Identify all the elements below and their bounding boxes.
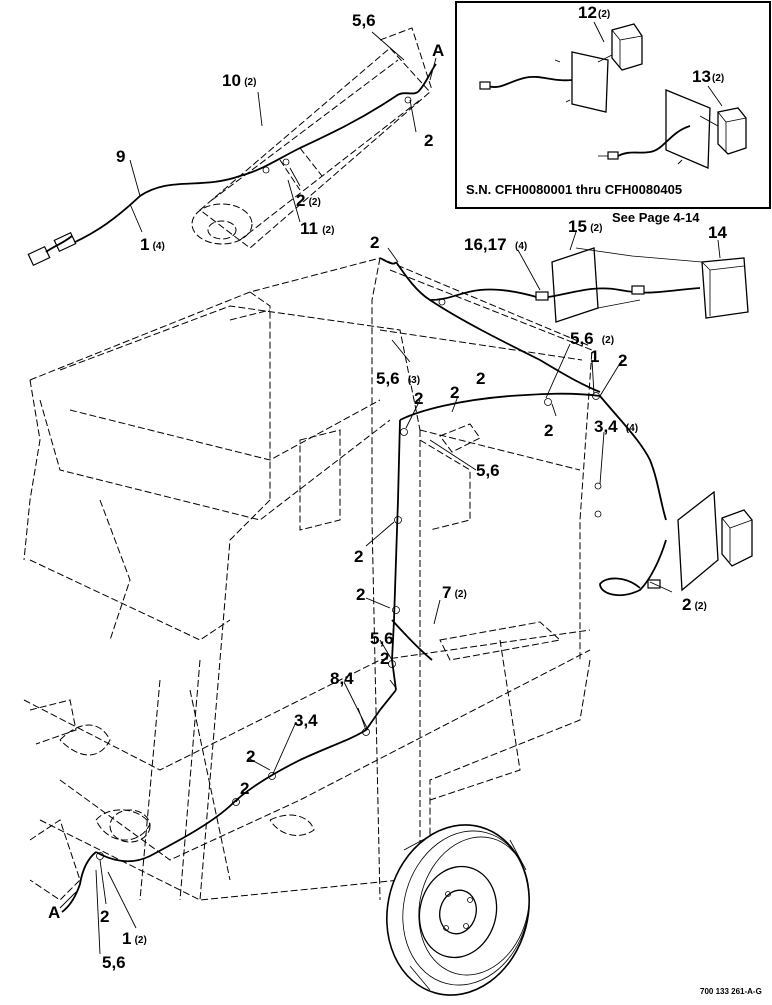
callout-c15-qty: (2): [590, 223, 602, 234]
callout-c7: 7: [442, 583, 451, 602]
callout-cA-bottom: A: [48, 903, 60, 922]
callout-c2-low1: 2: [354, 547, 363, 566]
figure-number: 700 133 261-A-G: [700, 987, 762, 996]
callout-c34-right: 3,4: [594, 417, 618, 436]
callout-c56-right: 5,6: [570, 329, 594, 348]
callout-c2-lamp: 2: [682, 595, 691, 614]
baler-frame: [23, 257, 593, 901]
callout-c14: 14: [708, 223, 727, 242]
callout-c1617-qty: (4): [515, 241, 527, 252]
callout-c10-qty: (2): [244, 77, 256, 88]
callout-c56-right-qty: (2): [602, 335, 614, 346]
callout-c11-qty: (2): [322, 225, 334, 236]
callout-c2-low3: 2: [380, 649, 389, 668]
callout-c7-qty: (2): [455, 589, 467, 600]
callout-c2-low4: 2: [240, 779, 249, 798]
wiring-harness: [61, 247, 753, 913]
inset-panel: 12 (2) 13 (2) S.N. CFH0080001 thru CFH00…: [455, 1, 771, 209]
callout-c56-frame-qty: (3): [408, 375, 420, 386]
callout-c9: 9: [116, 147, 125, 166]
callout-c10: 10: [222, 71, 241, 90]
callout-12-label: 12: [578, 3, 597, 22]
callout-c1-top: 1: [140, 235, 149, 254]
tongue-assembly: [27, 27, 437, 267]
callout-c1617: 16,17: [464, 235, 507, 254]
callout-c56-mid: 5,6: [476, 461, 500, 480]
callout-c56-low: 5,6: [370, 629, 394, 648]
callout-c2-center: 2: [544, 421, 553, 440]
callout-12-qty: (2): [598, 9, 610, 20]
callout-c2-arm2: 2: [296, 191, 305, 210]
callout-c1-bottom-qty: (2): [135, 935, 147, 946]
callout-c2-low5: 2: [246, 747, 255, 766]
callout-c2-mid2: 2: [476, 369, 485, 388]
callout-c2-mid1: 2: [450, 383, 459, 402]
serial-number-note: S.N. CFH0080001 thru CFH0080405: [466, 182, 682, 197]
callout-c1-right: 1: [590, 347, 599, 366]
callout-c15: 15: [568, 217, 587, 236]
callout-c2-lamp-qty: (2): [695, 601, 707, 612]
callout-c2-upper: 2: [370, 233, 379, 252]
leader-lines: [59, 31, 721, 955]
callout-13-qty: (2): [712, 73, 724, 84]
callout-c34-low: 3,4: [294, 711, 318, 730]
callout-c56-top: 5,6: [352, 11, 376, 30]
callout-c84: 8,4: [330, 669, 354, 688]
callout-c2-bottom: 2: [100, 907, 109, 926]
see-page-note: See Page 4-14: [612, 210, 700, 225]
callout-c11: 11: [300, 219, 318, 238]
callout-13-label: 13: [692, 67, 711, 86]
wheel: [386, 824, 530, 996]
callout-c2-mid3: 2: [414, 389, 423, 408]
callout-c2-low2: 2: [356, 585, 365, 604]
callout-c56-bottom: 5,6: [102, 953, 126, 972]
callout-c1-top-qty: (4): [153, 241, 165, 252]
callout-c2-right: 2: [618, 351, 627, 370]
callout-c2-arm2-qty: (2): [309, 197, 321, 208]
callout-cA-top: A: [432, 41, 444, 60]
callout-c1-bottom: 1: [122, 929, 131, 948]
callout-c56-frame: 5,6: [376, 369, 400, 388]
callout-c2-arm: 2: [424, 131, 433, 150]
callout-c34-right-qty: (4): [626, 423, 638, 434]
